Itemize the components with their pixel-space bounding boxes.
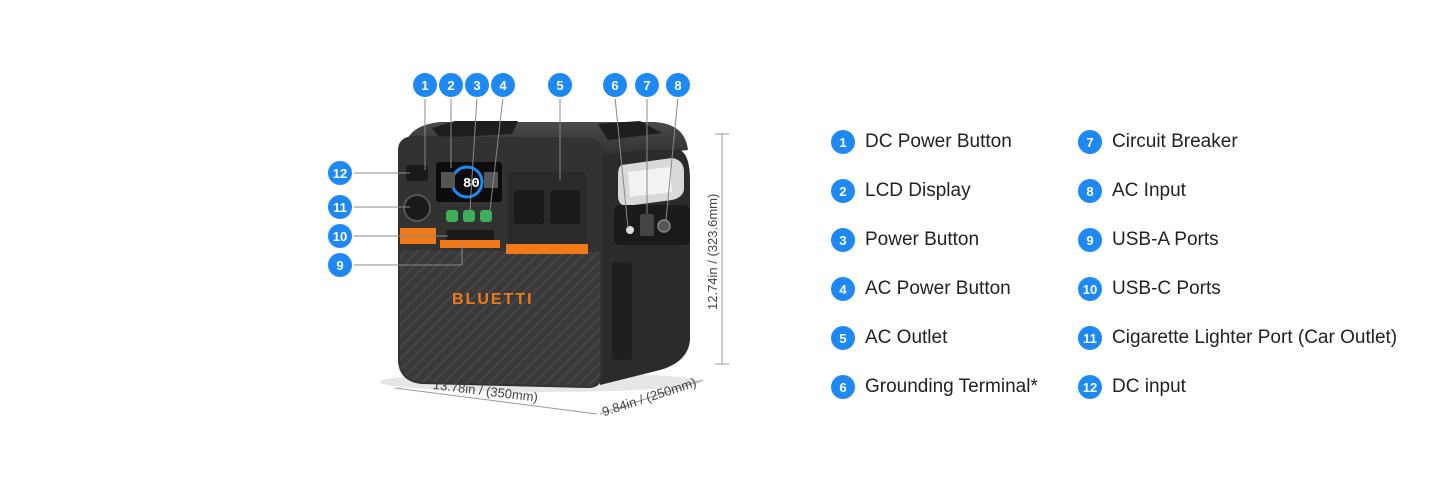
callout-badge-4: 4 — [491, 73, 515, 97]
legend-label: USB-C Ports — [1112, 278, 1221, 299]
legend-badge: 9 — [1078, 228, 1102, 252]
callout-badge-3: 3 — [465, 73, 489, 97]
legend-item-11: 11 Cigarette Lighter Port (Car Outlet) — [1078, 326, 1397, 350]
lcd-value: 80 — [463, 176, 480, 192]
ac-orange-band — [506, 244, 588, 254]
legend-label: Cigarette Lighter Port (Car Outlet) — [1112, 327, 1398, 348]
legend-item-1: 1 DC Power Button — [831, 130, 1012, 154]
callout-badge-9: 9 — [328, 253, 352, 277]
ac-outlet-1 — [514, 190, 544, 224]
ac-button — [480, 210, 492, 222]
legend-badge: 5 — [831, 326, 855, 350]
legend-badge: 10 — [1078, 277, 1102, 301]
callout-badge-7: 7 — [635, 73, 659, 97]
side-vent — [612, 262, 632, 360]
legend-label: DC Power Button — [865, 131, 1012, 152]
lcd-left-digits — [441, 172, 455, 188]
callout-badge-5: 5 — [548, 73, 572, 97]
legend-item-5: 5 AC Outlet — [831, 326, 947, 350]
ac-input — [657, 219, 671, 233]
dc-button — [446, 210, 458, 222]
callout-badge-12: 12 — [328, 161, 352, 185]
legend-item-6: 6 Grounding Terminal* — [831, 375, 1038, 399]
legend-label: Circuit Breaker — [1112, 131, 1238, 152]
legend-badge: 7 — [1078, 130, 1102, 154]
legend-badge: 2 — [831, 179, 855, 203]
legend-badge: 1 — [831, 130, 855, 154]
dc-input-port — [406, 165, 428, 181]
legend-badge: 8 — [1078, 179, 1102, 203]
legend-item-4: 4 AC Power Button — [831, 277, 1011, 301]
car-outlet — [403, 194, 431, 222]
legend-label: Power Button — [865, 229, 980, 250]
legend-badge: 6 — [831, 375, 855, 399]
legend-label: AC Input — [1112, 180, 1186, 201]
callout-badge-2: 2 — [439, 73, 463, 97]
legend-label: LCD Display — [865, 180, 971, 201]
legend-badge: 11 — [1078, 326, 1102, 350]
ac-outlet-2 — [550, 190, 580, 224]
rear-handle — [598, 121, 662, 140]
height-dimension: 12.74in / (323.6mm) — [705, 193, 720, 310]
callout-badge-11: 11 — [328, 195, 352, 219]
legend-item-7: 7 Circuit Breaker — [1078, 130, 1238, 154]
legend-label: AC Power Button — [865, 278, 1011, 299]
legend-badge: 3 — [831, 228, 855, 252]
legend-item-10: 10 USB-C Ports — [1078, 277, 1221, 301]
usb-ports — [446, 230, 494, 240]
callout-badge-1: 1 — [413, 73, 437, 97]
brand-logo: BLUETTI — [452, 291, 534, 308]
legend-label: USB-A Ports — [1112, 229, 1219, 250]
usb-orange-band — [440, 240, 500, 248]
side-handle-inner — [628, 167, 672, 197]
callout-badge-10: 10 — [328, 224, 352, 248]
circuit-breaker — [640, 214, 654, 236]
legend-label: Grounding Terminal* — [865, 376, 1038, 397]
legend-label: AC Outlet — [865, 327, 948, 348]
grounding-terminal — [626, 226, 634, 234]
width-line — [394, 387, 598, 415]
leader-lines — [352, 96, 679, 266]
legend-item-8: 8 AC Input — [1078, 179, 1186, 203]
legend-badge: 4 — [831, 277, 855, 301]
depth-line — [599, 379, 704, 415]
legend-label: DC input — [1112, 376, 1186, 397]
lcd-right-digits — [484, 172, 498, 188]
legend-item-3: 3 Power Button — [831, 228, 979, 252]
legend-item-12: 12 DC input — [1078, 375, 1186, 399]
callout-badge-6: 6 — [603, 73, 627, 97]
power-button — [463, 210, 475, 222]
legend-badge: 12 — [1078, 375, 1102, 399]
legend-item-2: 2 LCD Display — [831, 179, 971, 203]
legend-item-9: 9 USB-A Ports — [1078, 228, 1219, 252]
front-grille — [400, 250, 600, 386]
callout-badge-8: 8 — [666, 73, 690, 97]
